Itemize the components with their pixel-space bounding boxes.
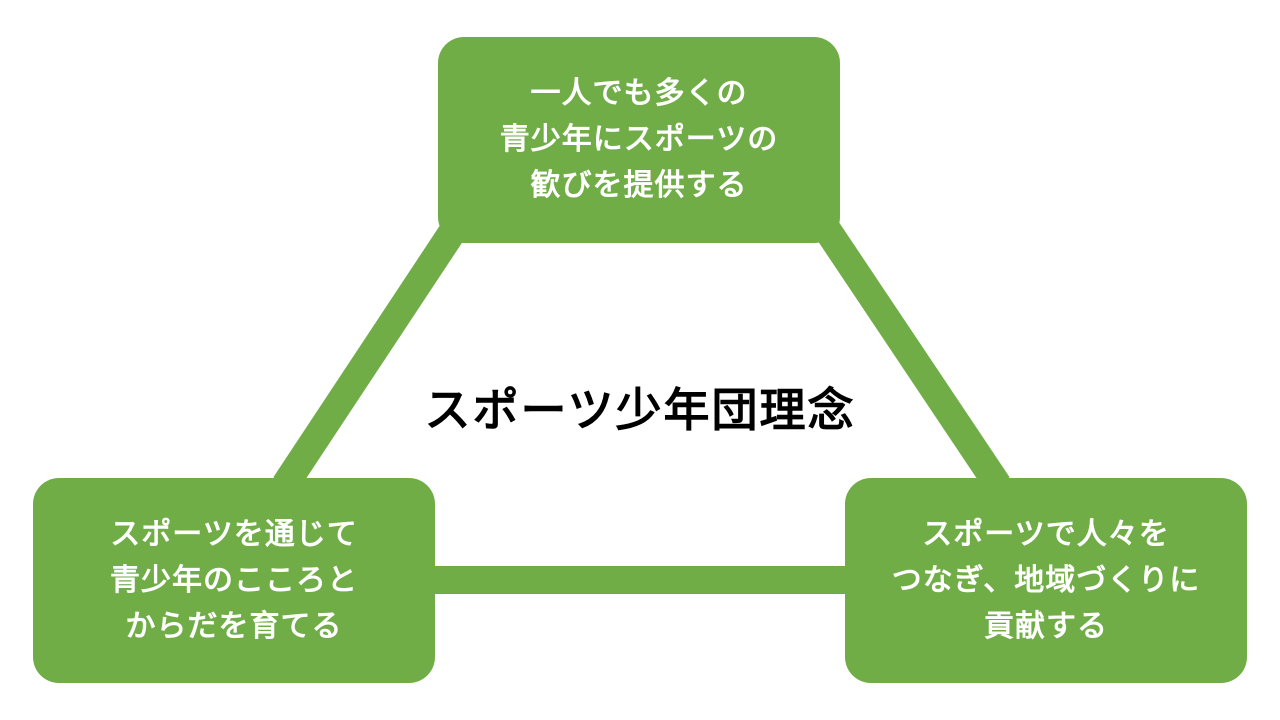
edge-top-left <box>273 220 467 493</box>
node-top-line-1: 一人でも多くの <box>530 76 748 111</box>
node-right-line-2: つなぎ、地域づくりに <box>891 562 1201 598</box>
node-left-line-3: からだを育てる <box>125 608 343 644</box>
node-left-line-1: スポーツを通じて <box>110 516 358 552</box>
node-right-box: スポーツで人々を つなぎ、地域づくりに 貢献する <box>845 478 1247 683</box>
node-right-line-1: スポーツで人々を <box>922 516 1170 552</box>
diagram-title: スポーツ少年団理念 <box>424 383 856 437</box>
node-right-text: スポーツで人々を つなぎ、地域づくりに 貢献する <box>892 512 1201 650</box>
edge-top-right <box>814 220 1010 493</box>
node-top-line-3: 歓びを提供する <box>530 168 748 203</box>
node-top-box: 一人でも多くの 青少年にスポーツの 歓びを提供する <box>438 37 840 243</box>
node-top-text: 一人でも多くの 青少年にスポーツの 歓びを提供する <box>500 71 778 209</box>
node-top-line-2: 青少年にスポーツの <box>499 122 779 157</box>
node-left-line-2: 青少年のこころと <box>110 562 358 598</box>
node-left-box: スポーツを通じて 青少年のこころと からだを育てる <box>33 478 435 683</box>
node-right-line-3: 貢献する <box>984 608 1108 644</box>
node-left-text: スポーツを通じて 青少年のこころと からだを育てる <box>110 512 358 650</box>
